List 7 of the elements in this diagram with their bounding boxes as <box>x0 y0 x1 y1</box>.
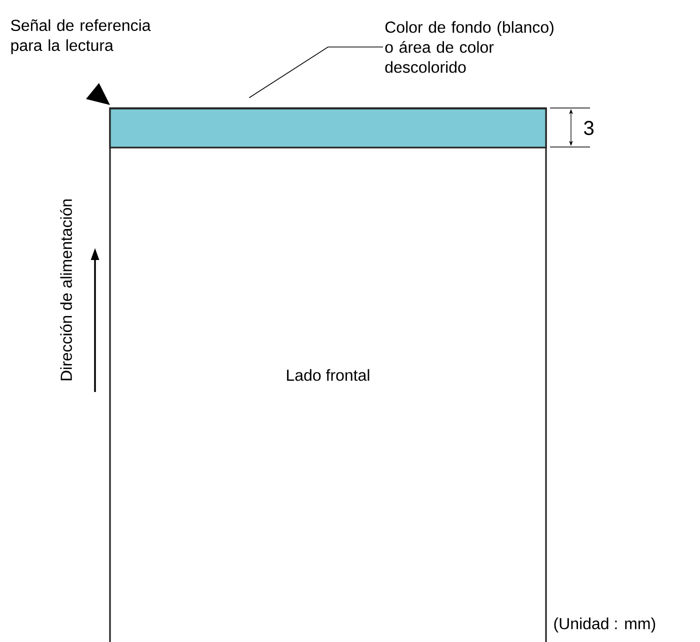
label: (Unidad : mm) <box>554 618 656 632</box>
callout-text: Color de fondo (blanco) o área de color descolorido <box>385 21 554 73</box>
label: Señal de referencia para la lectura <box>11 19 151 54</box>
band <box>109 108 547 148</box>
label: Dirección de alimentación <box>60 199 72 380</box>
leader-line <box>248 46 384 98</box>
dimension-label: 3 <box>584 120 594 136</box>
